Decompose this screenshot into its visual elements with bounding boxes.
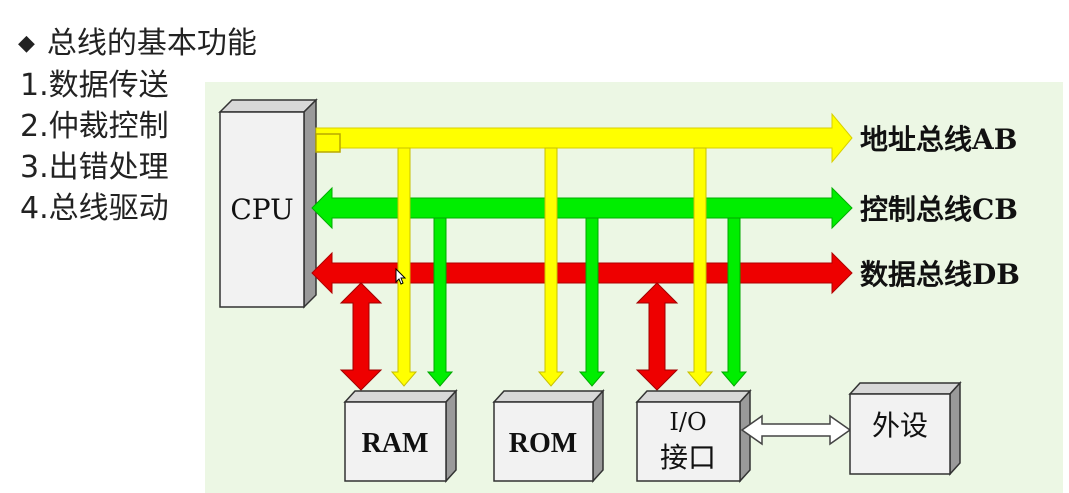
address-drop-ram: [390, 147, 418, 387]
ram-box: RAM: [343, 389, 458, 483]
title-text: 总线的基本功能: [46, 26, 257, 61]
diamond-bullet-icon: ◆: [18, 31, 35, 56]
address-drop-rom: [537, 147, 565, 387]
control-bus-label: 控制总线CB: [860, 193, 1018, 226]
function-item-3: 3.出错处理: [20, 150, 169, 185]
control-drop-ram: [426, 217, 454, 387]
rom-box: ROM: [492, 389, 605, 483]
io-interface-box: I/O 接口: [635, 389, 752, 483]
control-bus: [311, 186, 853, 230]
data-link-io: [635, 282, 679, 391]
address-bus-port: [315, 133, 341, 153]
mouse-cursor-icon: [395, 267, 407, 285]
ram-label: RAM: [362, 428, 429, 459]
address-drop-io: [686, 147, 714, 387]
peripheral-box: 外设: [848, 381, 962, 476]
control-drop-rom: [578, 217, 606, 387]
control-drop-io: [720, 217, 748, 387]
function-item-1: 1.数据传送: [20, 68, 169, 103]
data-link-ram: [339, 282, 383, 391]
io-label-line1: I/O: [669, 408, 706, 436]
io-label-line2: 接口: [660, 441, 716, 474]
cpu-box: CPU: [218, 98, 318, 309]
peripheral-label: 外设: [872, 409, 928, 442]
address-bus-label: 地址总线AB: [860, 123, 1017, 156]
data-bus: [311, 251, 853, 295]
function-item-2: 2.仲裁控制: [20, 109, 169, 144]
data-bus-label: 数据总线DB: [860, 258, 1020, 291]
function-item-4: 4.总线驱动: [20, 191, 169, 226]
slide-title: ◆ 总线的基本功能: [18, 18, 257, 62]
cpu-label: CPU: [230, 193, 293, 226]
rom-label: ROM: [509, 428, 577, 459]
